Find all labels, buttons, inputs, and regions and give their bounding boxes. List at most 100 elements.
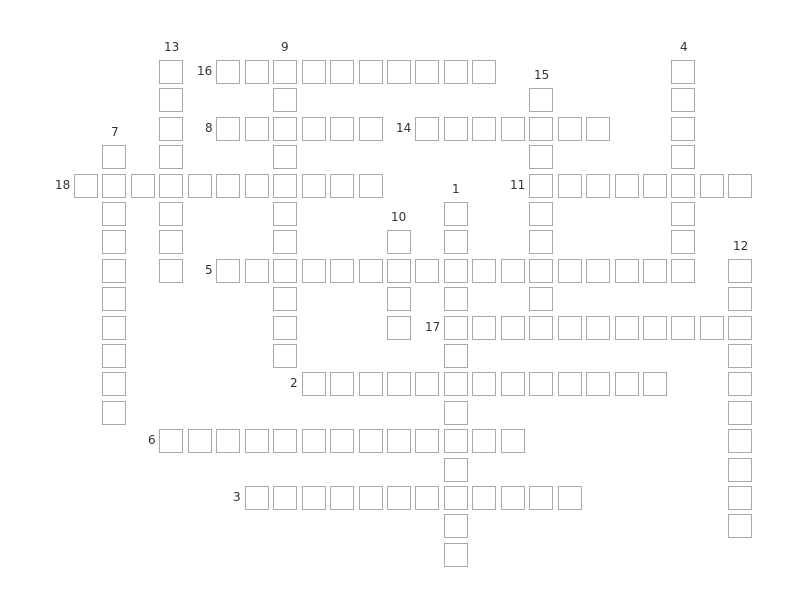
crossword-cell[interactable] — [444, 514, 468, 538]
crossword-cell[interactable] — [245, 117, 269, 141]
crossword-cell[interactable] — [444, 202, 468, 226]
crossword-cell[interactable] — [330, 174, 354, 198]
crossword-cell[interactable] — [245, 60, 269, 84]
crossword-cell[interactable] — [444, 344, 468, 368]
crossword-cell[interactable] — [359, 117, 383, 141]
crossword-cell[interactable] — [615, 316, 639, 340]
crossword-cell[interactable] — [188, 429, 212, 453]
crossword-cell[interactable] — [415, 372, 439, 396]
crossword-cell[interactable] — [359, 259, 383, 283]
crossword-cell[interactable] — [671, 316, 695, 340]
crossword-cell[interactable] — [359, 486, 383, 510]
crossword-cell[interactable] — [615, 259, 639, 283]
crossword-cell[interactable] — [529, 88, 553, 112]
crossword-cell[interactable] — [273, 230, 297, 254]
crossword-cell[interactable] — [159, 60, 183, 84]
crossword-cell[interactable] — [671, 174, 695, 198]
crossword-cell[interactable] — [102, 259, 126, 283]
crossword-cell[interactable] — [302, 372, 326, 396]
crossword-cell[interactable] — [501, 429, 525, 453]
crossword-cell[interactable] — [671, 117, 695, 141]
crossword-cell[interactable] — [159, 259, 183, 283]
crossword-cell[interactable] — [102, 202, 126, 226]
crossword-cell[interactable] — [387, 486, 411, 510]
crossword-cell[interactable] — [501, 316, 525, 340]
crossword-cell[interactable] — [74, 174, 98, 198]
crossword-cell[interactable] — [415, 60, 439, 84]
crossword-cell[interactable] — [273, 429, 297, 453]
crossword-cell[interactable] — [273, 145, 297, 169]
crossword-cell[interactable] — [415, 117, 439, 141]
crossword-cell[interactable] — [444, 429, 468, 453]
crossword-cell[interactable] — [444, 60, 468, 84]
crossword-cell[interactable] — [159, 202, 183, 226]
crossword-cell[interactable] — [159, 429, 183, 453]
crossword-cell[interactable] — [671, 230, 695, 254]
crossword-cell[interactable] — [444, 486, 468, 510]
crossword-cell[interactable] — [102, 344, 126, 368]
crossword-cell[interactable] — [131, 174, 155, 198]
crossword-cell[interactable] — [302, 429, 326, 453]
crossword-cell[interactable] — [330, 429, 354, 453]
crossword-cell[interactable] — [728, 259, 752, 283]
crossword-cell[interactable] — [586, 174, 610, 198]
crossword-cell[interactable] — [302, 174, 326, 198]
crossword-cell[interactable] — [671, 60, 695, 84]
crossword-cell[interactable] — [273, 287, 297, 311]
crossword-cell[interactable] — [159, 117, 183, 141]
crossword-cell[interactable] — [529, 287, 553, 311]
crossword-cell[interactable] — [273, 60, 297, 84]
crossword-cell[interactable] — [159, 88, 183, 112]
crossword-cell[interactable] — [643, 316, 667, 340]
crossword-cell[interactable] — [444, 401, 468, 425]
crossword-cell[interactable] — [273, 486, 297, 510]
crossword-cell[interactable] — [159, 230, 183, 254]
crossword-cell[interactable] — [586, 372, 610, 396]
crossword-cell[interactable] — [728, 458, 752, 482]
crossword-cell[interactable] — [330, 117, 354, 141]
crossword-cell[interactable] — [529, 316, 553, 340]
crossword-cell[interactable] — [415, 486, 439, 510]
crossword-cell[interactable] — [216, 117, 240, 141]
crossword-cell[interactable] — [615, 372, 639, 396]
crossword-cell[interactable] — [387, 259, 411, 283]
crossword-cell[interactable] — [728, 344, 752, 368]
crossword-cell[interactable] — [359, 372, 383, 396]
crossword-cell[interactable] — [558, 486, 582, 510]
crossword-cell[interactable] — [302, 486, 326, 510]
crossword-cell[interactable] — [444, 372, 468, 396]
crossword-cell[interactable] — [643, 259, 667, 283]
crossword-cell[interactable] — [302, 117, 326, 141]
crossword-cell[interactable] — [444, 458, 468, 482]
crossword-cell[interactable] — [558, 372, 582, 396]
crossword-cell[interactable] — [359, 174, 383, 198]
crossword-cell[interactable] — [245, 259, 269, 283]
crossword-cell[interactable] — [102, 316, 126, 340]
crossword-cell[interactable] — [216, 429, 240, 453]
crossword-cell[interactable] — [700, 174, 724, 198]
crossword-cell[interactable] — [330, 259, 354, 283]
crossword-cell[interactable] — [615, 174, 639, 198]
crossword-cell[interactable] — [501, 259, 525, 283]
crossword-cell[interactable] — [472, 486, 496, 510]
crossword-cell[interactable] — [501, 117, 525, 141]
crossword-cell[interactable] — [330, 372, 354, 396]
crossword-cell[interactable] — [671, 259, 695, 283]
crossword-cell[interactable] — [102, 145, 126, 169]
crossword-cell[interactable] — [444, 259, 468, 283]
crossword-cell[interactable] — [558, 117, 582, 141]
crossword-cell[interactable] — [444, 316, 468, 340]
crossword-cell[interactable] — [529, 117, 553, 141]
crossword-cell[interactable] — [671, 202, 695, 226]
crossword-cell[interactable] — [501, 372, 525, 396]
crossword-cell[interactable] — [387, 60, 411, 84]
crossword-cell[interactable] — [387, 230, 411, 254]
crossword-cell[interactable] — [558, 174, 582, 198]
crossword-cell[interactable] — [501, 486, 525, 510]
crossword-cell[interactable] — [102, 230, 126, 254]
crossword-cell[interactable] — [102, 174, 126, 198]
crossword-cell[interactable] — [671, 145, 695, 169]
crossword-cell[interactable] — [102, 287, 126, 311]
crossword-cell[interactable] — [586, 117, 610, 141]
crossword-cell[interactable] — [529, 230, 553, 254]
